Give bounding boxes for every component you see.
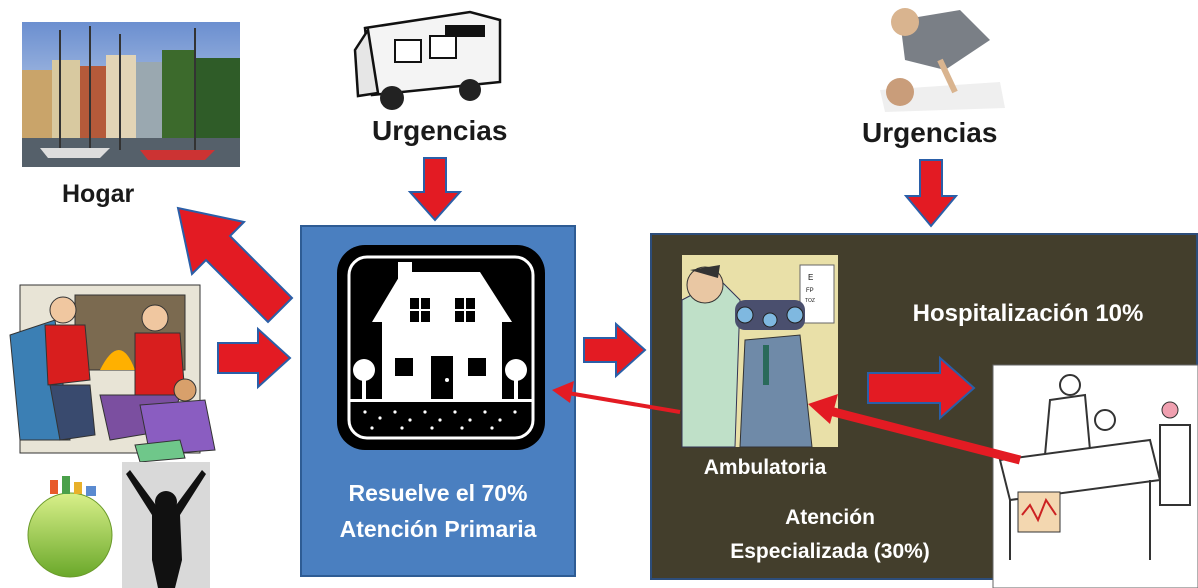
- hospitalizacion-label: Hospitalización 10%: [912, 300, 1144, 327]
- hogar-label: Hogar: [62, 180, 135, 208]
- cpr-photo: [880, 8, 1005, 112]
- especializada-label: Especializada (30%): [730, 540, 930, 563]
- arrow-urgencias-right: [903, 159, 959, 228]
- eye-doctor-illustration: E FP TOZ: [681, 255, 838, 448]
- arrow-primary-to-specialized: [583, 321, 647, 379]
- atencion-primaria-label: Atención Primaria: [339, 516, 537, 542]
- arrow-family-to-primary: [217, 326, 292, 390]
- svg-text:E: E: [808, 273, 813, 282]
- harbor-town-photo: [22, 22, 240, 167]
- hospital-bed-sketch: [992, 364, 1198, 588]
- celebrating-person-silhouette: [122, 462, 210, 588]
- urgencias-left-label: Urgencias: [372, 115, 508, 146]
- urgencias-right-label: Urgencias: [862, 117, 998, 148]
- atencion-label: Atención: [785, 506, 875, 529]
- ambulance-illustration: [353, 10, 502, 110]
- svg-text:TOZ: TOZ: [805, 298, 815, 304]
- return-arrow-ambulatory: [808, 394, 1022, 465]
- family-at-fireplace-illustration: [9, 284, 216, 463]
- ambulatoria-label: Ambulatoria: [703, 456, 827, 479]
- arrow-to-hogar: [176, 206, 294, 324]
- house-icon-front: [337, 245, 545, 450]
- arrow-to-hospitalization: [867, 355, 976, 421]
- resuelve-label: Resuelve el 70%: [348, 480, 528, 506]
- eco-globe-icon: [27, 476, 113, 578]
- arrow-urgencias-left: [407, 157, 463, 222]
- svg-text:FP: FP: [806, 288, 814, 294]
- return-arrow-primary: [552, 381, 681, 414]
